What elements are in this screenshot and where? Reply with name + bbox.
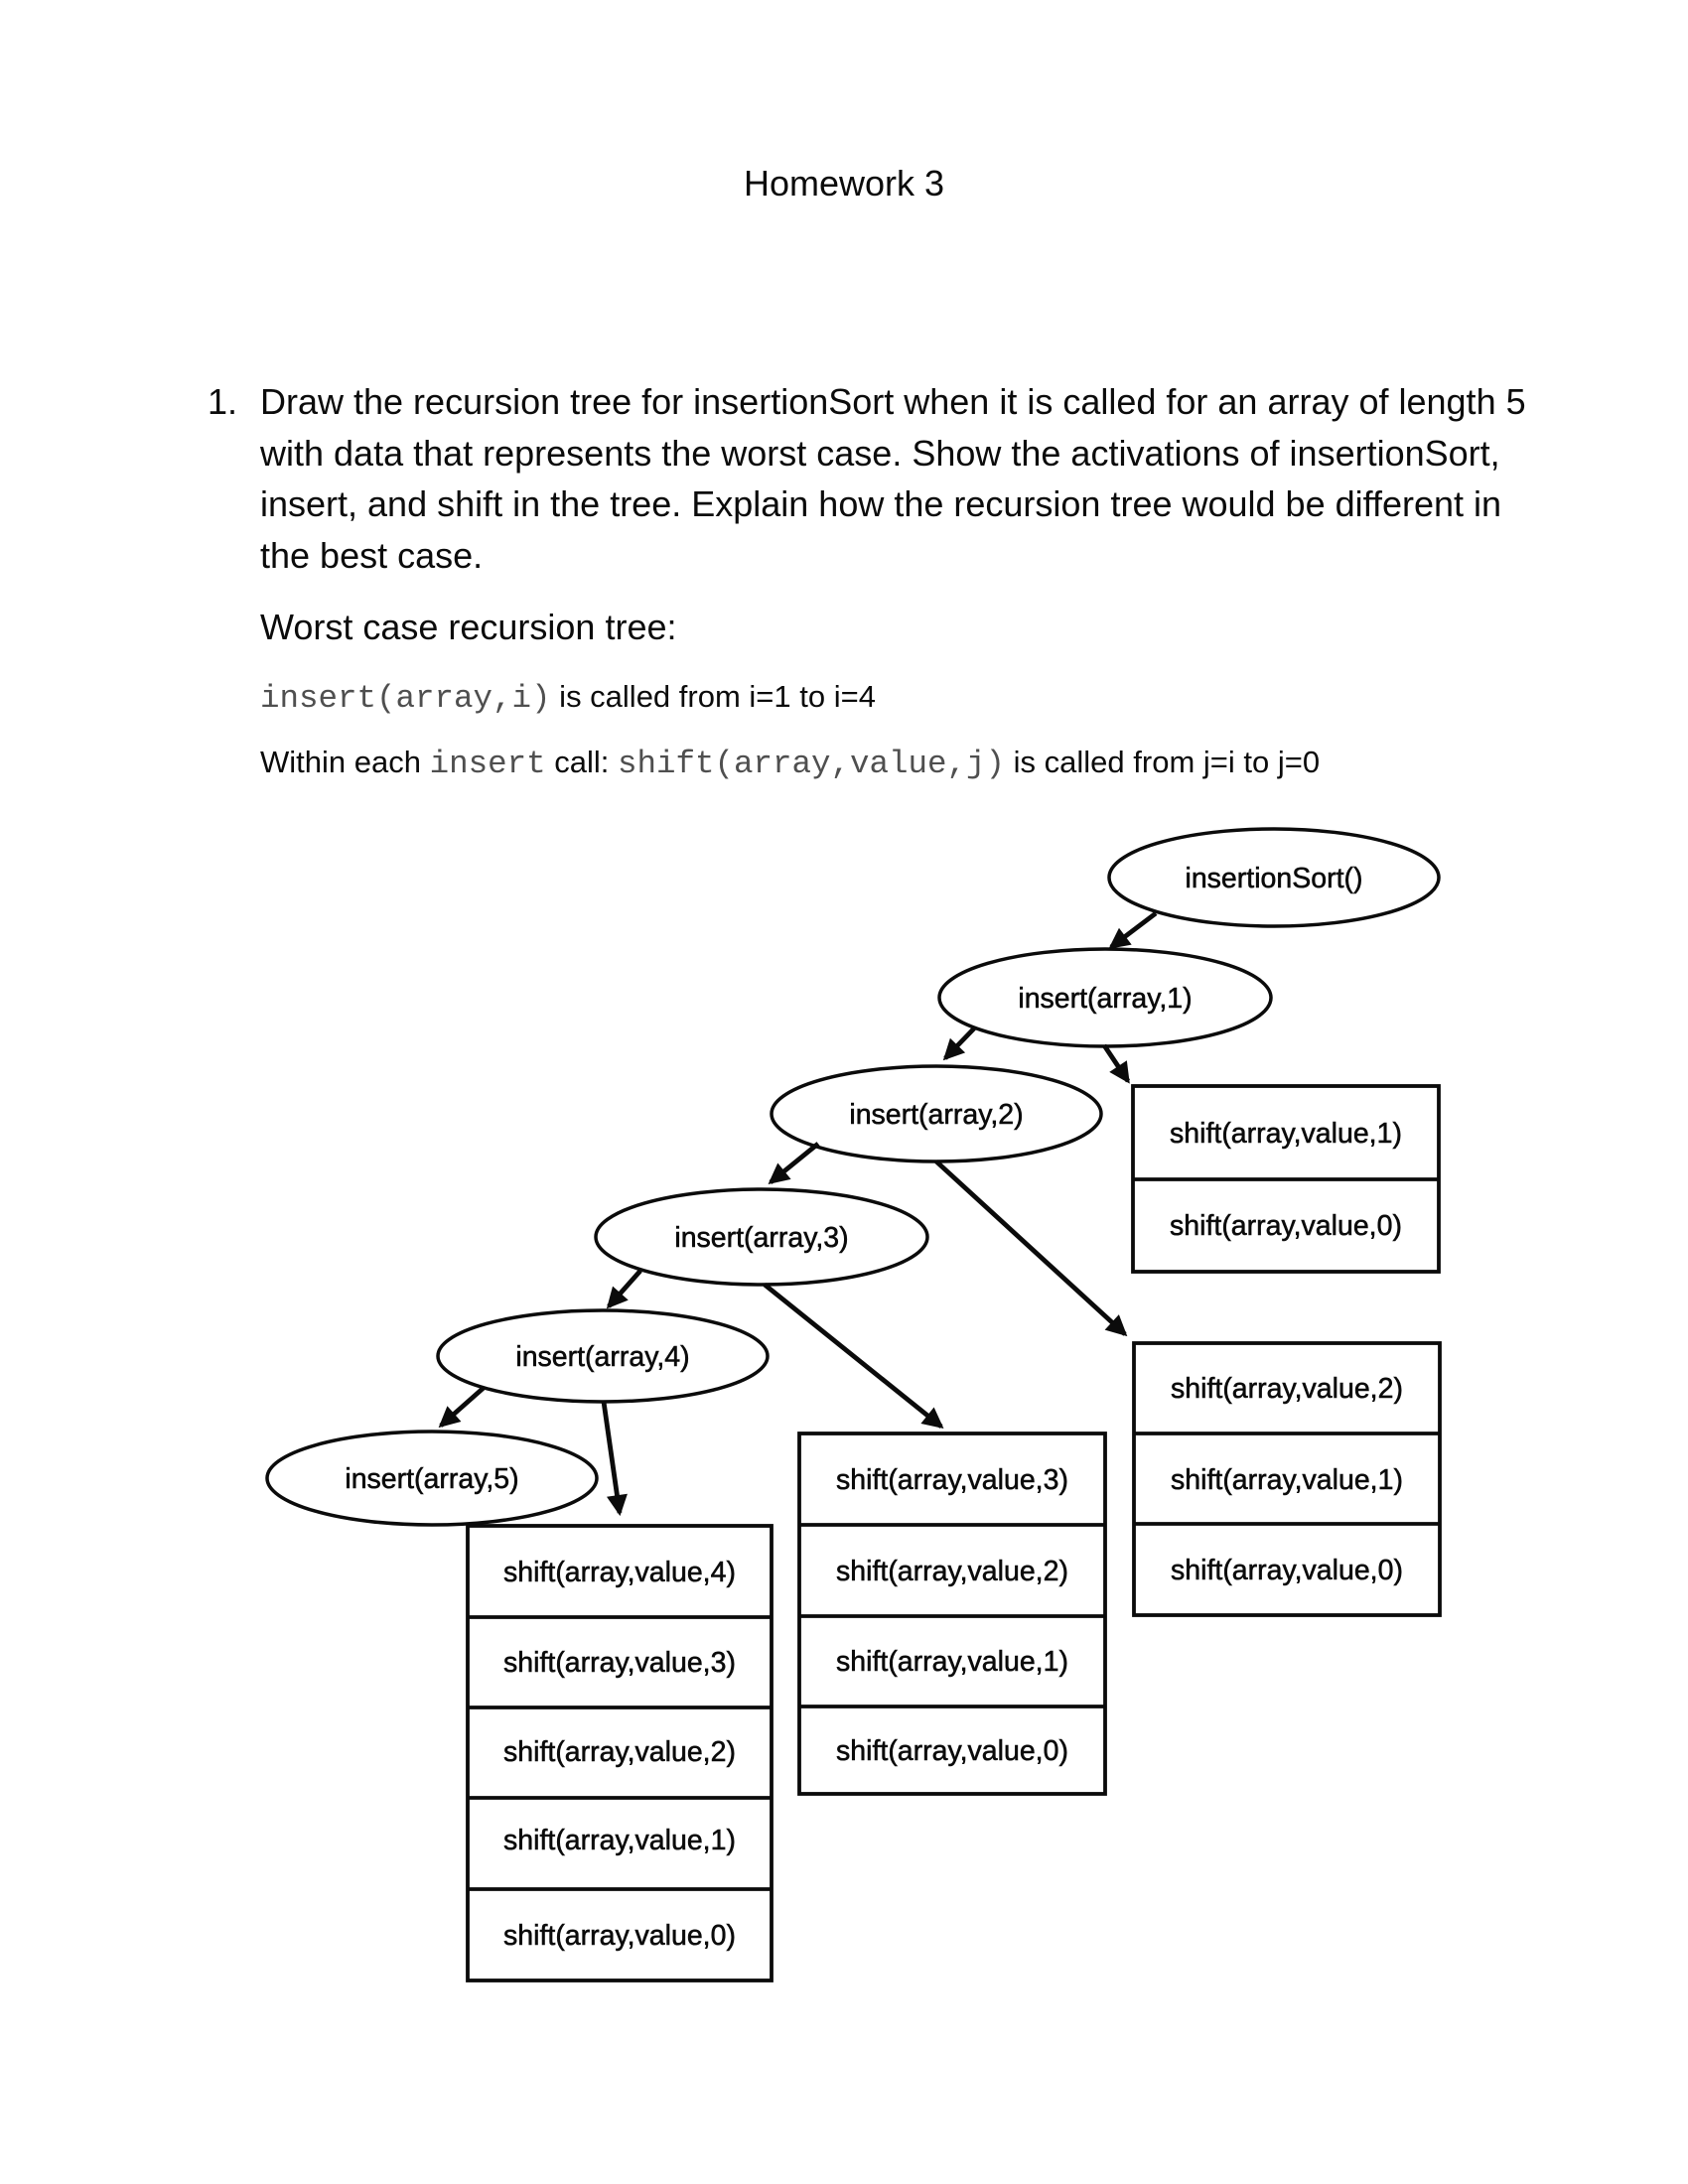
svg-text:insert(array,5): insert(array,5) [345, 1463, 518, 1495]
svg-text:shift(array,value,0): shift(array,value,0) [1171, 1555, 1403, 1586]
svg-text:shift(array,value,3): shift(array,value,3) [503, 1647, 736, 1679]
svg-text:insert(array,4): insert(array,4) [515, 1341, 689, 1373]
svg-text:shift(array,value,1): shift(array,value,1) [1171, 1464, 1403, 1496]
svg-text:insert(array,2): insert(array,2) [849, 1099, 1023, 1131]
svg-text:shift(array,value,1): shift(array,value,1) [503, 1825, 736, 1856]
svg-text:shift(array,value,0): shift(array,value,0) [503, 1920, 736, 1952]
svg-text:shift(array,value,4): shift(array,value,4) [503, 1557, 736, 1588]
svg-text:shift(array,value,2): shift(array,value,2) [503, 1736, 736, 1768]
svg-text:shift(array,value,2): shift(array,value,2) [1171, 1373, 1403, 1405]
svg-text:insertionSort(): insertionSort() [1186, 863, 1363, 894]
svg-text:shift(array,value,1): shift(array,value,1) [1170, 1118, 1402, 1150]
svg-text:shift(array,value,0): shift(array,value,0) [836, 1735, 1068, 1767]
svg-text:shift(array,value,2): shift(array,value,2) [836, 1556, 1068, 1587]
svg-text:insert(array,1): insert(array,1) [1018, 983, 1192, 1015]
svg-text:insert(array,3): insert(array,3) [674, 1222, 848, 1254]
svg-text:shift(array,value,3): shift(array,value,3) [836, 1464, 1068, 1496]
svg-text:shift(array,value,0): shift(array,value,0) [1170, 1210, 1402, 1242]
svg-text:shift(array,value,1): shift(array,value,1) [836, 1646, 1068, 1678]
